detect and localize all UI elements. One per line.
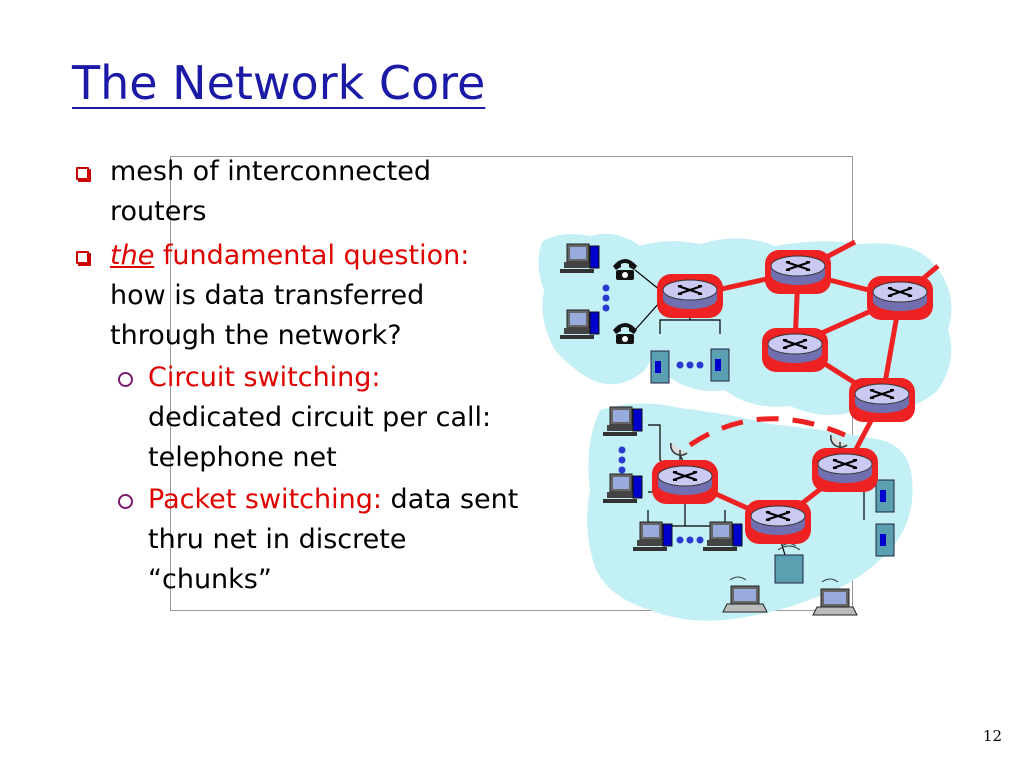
router-icon: [848, 377, 916, 423]
router-icon: [866, 275, 934, 321]
bullet-fundamental-question: the fundamental question: how is data tr…: [72, 236, 522, 600]
router-icon: [811, 447, 879, 493]
sub-bullet-circuit-switching: Circuit switching: dedicated circuit per…: [110, 358, 522, 478]
sub-bullet-term: Packet switching:: [148, 484, 382, 515]
slide-title: The Network Core: [72, 56, 486, 110]
ellipsis-dots-icon: [602, 284, 610, 312]
router-icon: [761, 327, 829, 373]
server-icon: [875, 523, 895, 557]
router-icon: [764, 249, 832, 295]
router-icon: [744, 499, 812, 545]
server-icon: [875, 479, 895, 513]
network-diagram: [538, 233, 952, 621]
ellipsis-dots-icon: [676, 536, 704, 544]
square-bullet-icon: [76, 251, 89, 264]
router-icon: [651, 459, 719, 505]
round-bullet-icon: [118, 494, 133, 509]
bullet-red-text: fundamental question:: [154, 240, 470, 271]
bullet-text: mesh of interconnected routers: [110, 156, 431, 227]
page-number: 12: [982, 727, 1002, 745]
bullet-emphasis: the: [110, 240, 155, 271]
bullet-list: mesh of interconnected routers the funda…: [72, 152, 522, 604]
router-icon: [656, 273, 724, 319]
sub-bullet-text: data sent thru net in discrete “chunks”: [148, 484, 519, 595]
ellipsis-dots-icon: [676, 361, 704, 369]
sub-bullet-text: dedicated circuit per call: telephone ne…: [148, 402, 492, 473]
sub-bullet-term: Circuit switching:: [148, 362, 381, 393]
bullet-mesh: mesh of interconnected routers: [72, 152, 522, 232]
sub-bullet-packet-switching: Packet switching: data sent thru net in …: [110, 480, 522, 600]
ellipsis-dots-icon: [618, 446, 626, 474]
server-icon: [710, 348, 730, 382]
server-icon: [650, 350, 670, 384]
square-bullet-icon: [76, 167, 89, 180]
round-bullet-icon: [118, 372, 133, 387]
bullet-text: how is data transferred through the netw…: [110, 280, 425, 351]
